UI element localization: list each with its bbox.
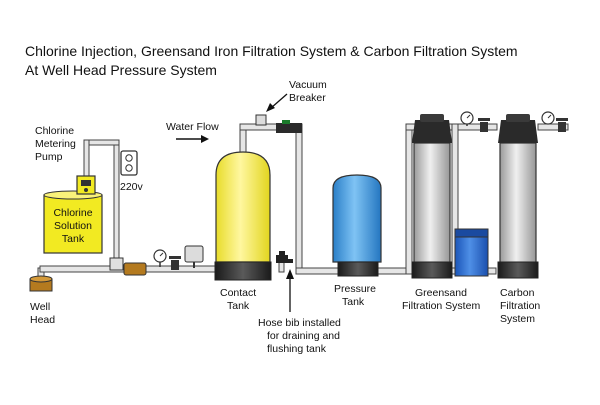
hose-bib-label-1: Hose bib installed <box>258 317 341 329</box>
tank-label-1: Chlorine <box>53 207 92 219</box>
injection-fitting <box>109 257 124 271</box>
pipe-pump-output <box>85 139 120 146</box>
vacuum-breaker-label-1: Vacuum <box>289 79 327 91</box>
pressure-tank <box>332 174 382 277</box>
chlorine-metering-pump <box>76 175 96 195</box>
chlorine-solution-tank: Chlorine Solution Tank <box>43 190 103 254</box>
vacuum-breaker-arrow-icon <box>266 93 288 112</box>
pressure-gauge-3-icon <box>541 111 555 125</box>
pressure-tank-label-2: Tank <box>342 296 365 308</box>
pressure-gauge-1-icon <box>153 249 167 267</box>
pipe-hose-stem <box>278 261 285 273</box>
title-line-2: At Well Head Pressure System <box>25 62 217 78</box>
pipe-carbon-out <box>537 123 569 131</box>
voltage-label: 220v <box>120 181 144 193</box>
carbon-label-1: Carbon <box>500 287 535 299</box>
greensand-brine-tank <box>454 228 489 277</box>
contact-tank-label-1: Contact <box>220 287 256 299</box>
pump-label-1: Chlorine <box>35 125 74 137</box>
vacuum-breaker-valve <box>255 114 302 133</box>
flow-switch <box>184 245 204 268</box>
pipe-contact-down <box>295 123 303 275</box>
well-head-label-1: Well <box>30 301 50 313</box>
flow-arrow-icon <box>176 135 209 143</box>
pressure-gauge-2-icon <box>460 111 474 126</box>
pressure-tank-label-1: Pressure <box>334 283 376 295</box>
valve-2-icon <box>478 118 490 132</box>
carbon-filter <box>497 114 539 279</box>
greensand-filter <box>411 114 453 279</box>
pipe-pump-drop <box>83 139 90 177</box>
hose-bib-label-3: flushing tank <box>267 343 327 355</box>
contact-tank-label-2: Tank <box>227 300 250 312</box>
carbon-label-3: System <box>500 313 535 325</box>
water-meter <box>123 262 147 276</box>
pump-label-2: Metering <box>35 138 76 150</box>
water-flow-label: Water Flow <box>166 121 219 133</box>
contact-tank <box>214 151 272 281</box>
vacuum-breaker-label-2: Breaker <box>289 92 326 104</box>
valve-3-icon <box>556 118 568 132</box>
well-head-label-2: Head <box>30 314 55 326</box>
title-line-1: Chlorine Injection, Greensand Iron Filtr… <box>25 43 518 59</box>
greensand-label-2: Filtration System <box>402 300 480 312</box>
tank-label-3: Tank <box>62 233 85 245</box>
pipe-contact-outlet <box>239 126 247 156</box>
hose-bib-label-2: for draining and <box>267 330 340 342</box>
valve-1-icon <box>169 256 181 270</box>
greensand-label-1: Greensand <box>415 287 467 299</box>
pipe-injection-riser <box>113 139 120 269</box>
pump-label-3: Pump <box>35 151 63 163</box>
hose-bib-arrow-icon <box>286 269 294 312</box>
carbon-label-2: Filtration <box>500 300 540 312</box>
tank-label-2: Solution <box>54 220 92 232</box>
electrical-outlet-icon <box>120 150 138 176</box>
well-head-icon <box>29 275 53 292</box>
hose-bib-icon <box>276 251 293 263</box>
pipe-greensand-riser <box>405 123 413 275</box>
